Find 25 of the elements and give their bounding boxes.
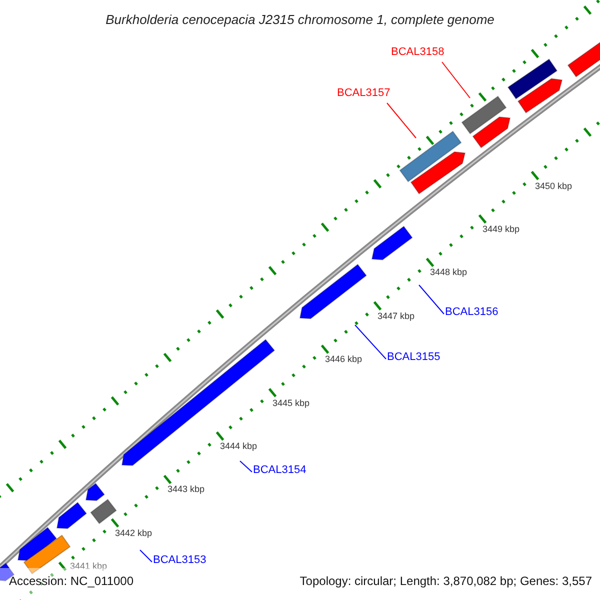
position-label: 3444 kbp <box>220 442 258 452</box>
gene-label: BCAL3158 <box>391 47 444 58</box>
leader-line <box>418 284 444 314</box>
gene-label: BCAL3154 <box>253 465 306 476</box>
gene-label: BCAL3157 <box>337 88 390 99</box>
position-label: 3441 kbp <box>70 562 108 571</box>
position-label: 3443 kbp <box>168 485 205 494</box>
leader-line <box>354 324 386 360</box>
position-label: 3449 kbp <box>482 224 520 234</box>
gene-label: BCAL3156 <box>445 307 498 318</box>
position-label: 3447 kbp <box>378 312 415 321</box>
accession-text: Accession: NC_011000 <box>9 575 134 587</box>
position-label: 3445 kbp <box>272 398 310 408</box>
genome-stats-text: Topology: circular; Length: 3,870,082 bp; Genes: 3,557 <box>300 575 592 587</box>
title: Burkholderia cenocepacia J2315 chromosome 1, complete genome <box>104 11 496 29</box>
gene-label: BCAL3155 <box>387 352 440 363</box>
position-label: 3448 kbp <box>430 268 468 278</box>
gene-label: BCAL3153 <box>153 555 206 566</box>
position-label: 3446 kbp <box>325 355 362 364</box>
position-label: 3450 kbp <box>535 182 572 191</box>
position-label: 3442 kbp <box>115 528 152 538</box>
leader-line <box>140 550 152 562</box>
leader-line <box>240 460 252 472</box>
leader-line <box>442 62 470 98</box>
leader-line <box>386 102 416 138</box>
